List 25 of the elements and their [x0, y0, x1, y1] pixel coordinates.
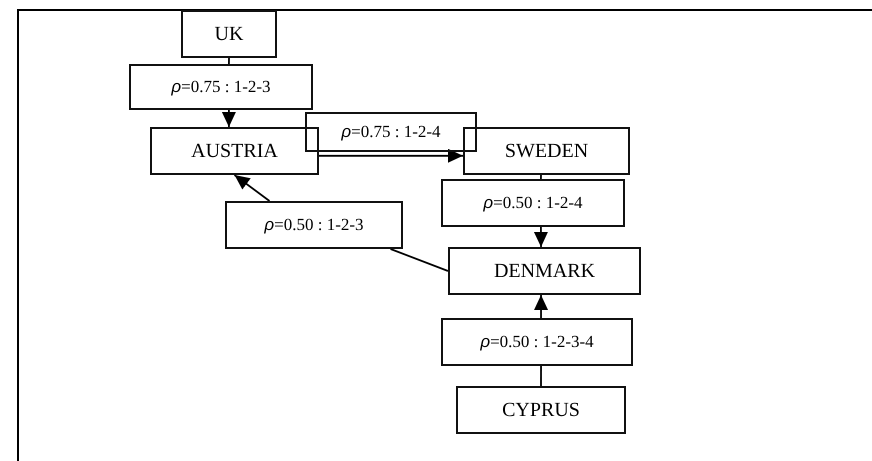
arrow	[319, 148, 463, 163]
correlation-text: ρ=0.50 : 1-2-3-4	[480, 332, 594, 352]
country-box	[448, 247, 641, 295]
arrow	[222, 110, 236, 127]
arrow	[534, 227, 548, 247]
correlation-box	[441, 179, 625, 227]
correlation-text: ρ=0.50 : 1-2-4	[483, 193, 583, 213]
correlation-box	[441, 318, 633, 366]
correlation-box	[225, 201, 403, 249]
country-name: SWEDEN	[504, 140, 588, 162]
correlation-text: ρ=0.50 : 1-2-3	[264, 215, 364, 235]
country-name: AUSTRIA	[191, 140, 278, 162]
country-box	[456, 386, 626, 434]
correlation-box	[305, 112, 477, 152]
correlation-box	[129, 64, 313, 110]
correlation-text: ρ=0.75 : 1-2-3	[171, 77, 271, 97]
arrow	[534, 295, 548, 318]
country-box	[181, 10, 277, 58]
country-box	[463, 127, 630, 175]
country-box	[150, 127, 319, 175]
arrow	[234, 174, 270, 202]
country-name: CYPRUS	[502, 398, 580, 422]
correlation-text: ρ=0.75 : 1-2-4	[341, 122, 441, 142]
country-name: DENMARK	[494, 260, 596, 282]
country-name: UK	[214, 22, 244, 46]
